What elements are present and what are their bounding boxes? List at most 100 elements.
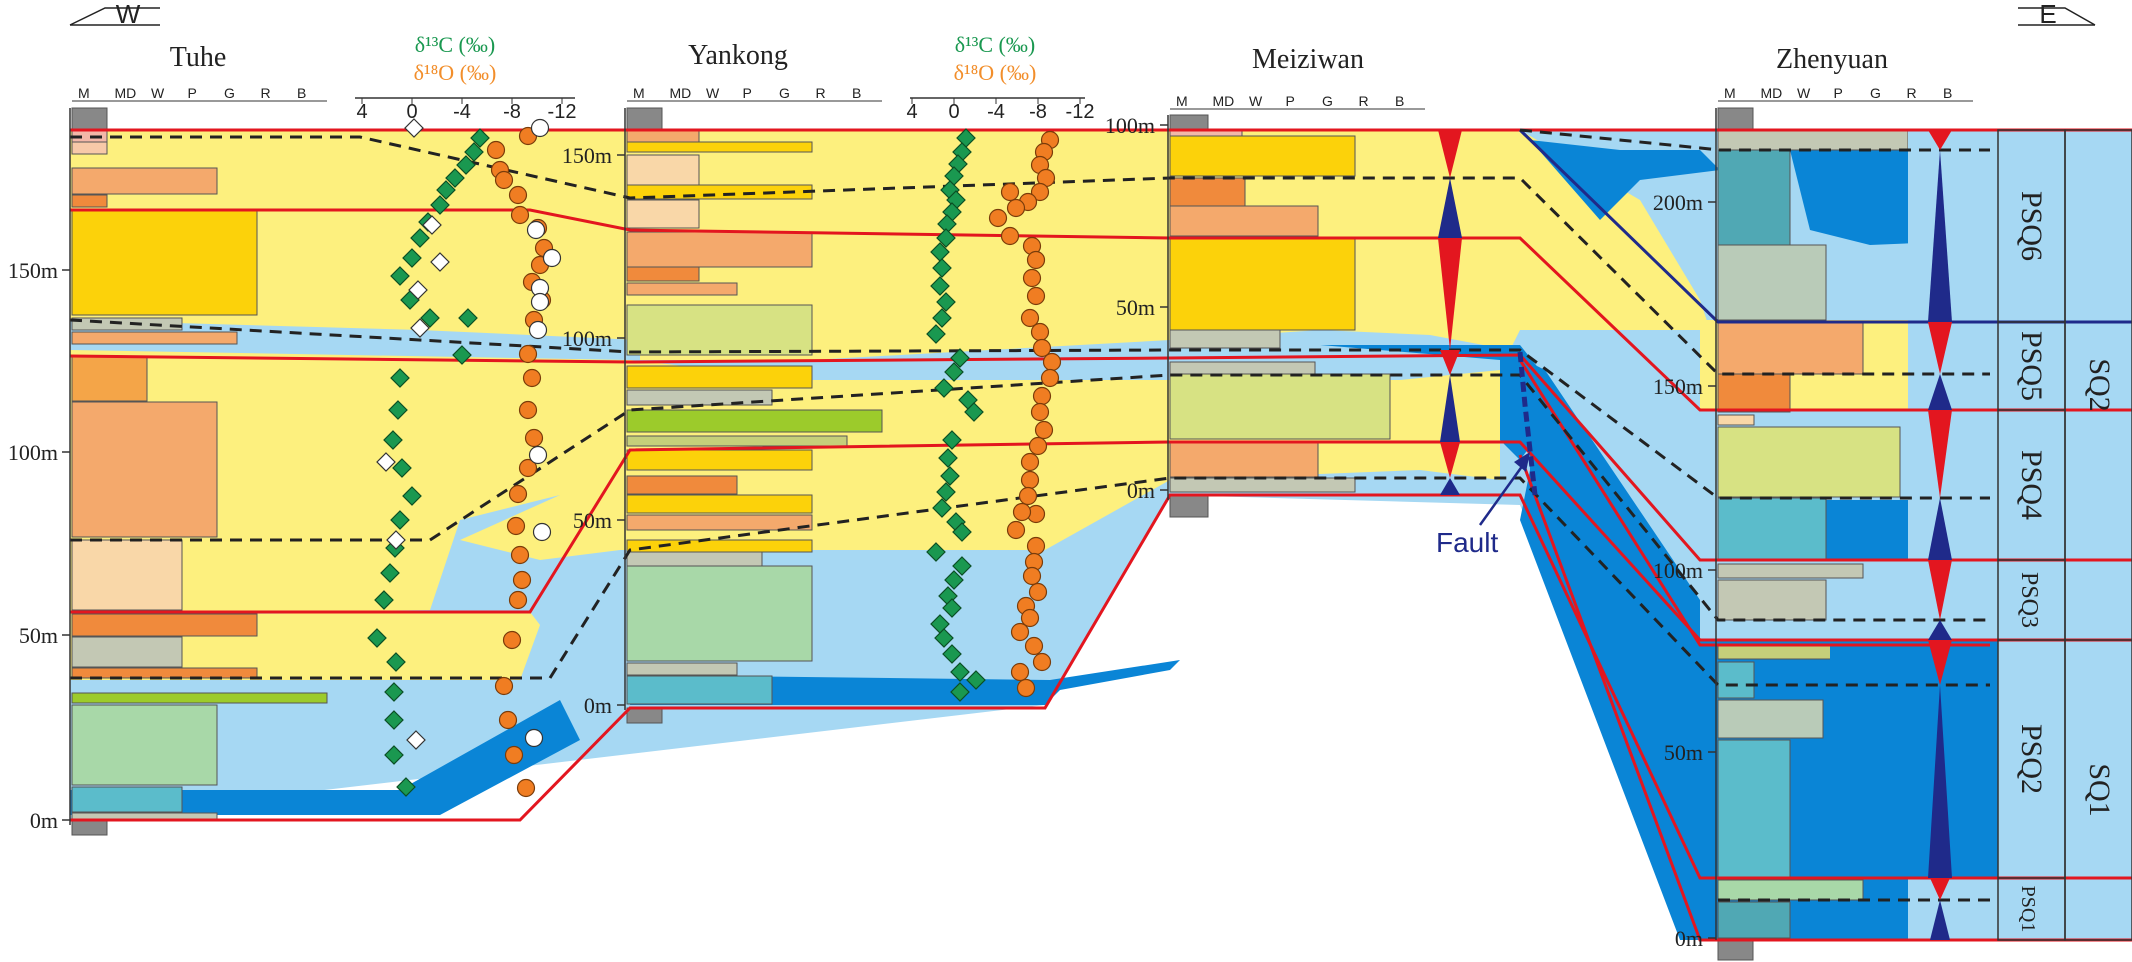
litho-bed xyxy=(1717,644,1847,660)
fault-line xyxy=(1517,351,1538,496)
carbon-isotope-point xyxy=(942,644,962,664)
carbon-isotope-point xyxy=(390,266,410,286)
litho-bed xyxy=(626,141,813,153)
lithology-scale-label: P xyxy=(1834,85,1843,101)
transgressive-triangle xyxy=(1928,498,1952,560)
transgressive-triangle xyxy=(1928,374,1952,410)
carbon-isotope-point xyxy=(942,430,962,450)
sq-frame xyxy=(2064,129,2132,941)
litho-bed xyxy=(626,154,700,186)
deep-blue-tuhe xyxy=(70,700,580,815)
litho-bed xyxy=(626,199,700,229)
oxygen-isotope-point xyxy=(1020,470,1040,490)
carbon-isotope-point xyxy=(422,215,442,235)
litho-bed xyxy=(1717,414,1755,426)
litho-cap xyxy=(626,107,663,131)
carbon-isotope-point xyxy=(430,195,450,215)
deep-blue-wedge xyxy=(1530,140,1720,220)
lithology-scale-label: R xyxy=(816,85,826,101)
oxygen-isotope-point xyxy=(506,516,526,536)
carbon-isotope-point xyxy=(926,324,946,344)
oxygen-isotope-point xyxy=(1028,582,1048,602)
carbon-isotope-point xyxy=(470,128,490,148)
depth-label: 50m xyxy=(1664,740,1703,765)
oxygen-isotope-title: δ¹⁸O (‰) xyxy=(954,60,1037,85)
boundary-psq3 xyxy=(1518,359,1990,647)
oxygen-isotope-point xyxy=(1026,286,1046,306)
fault-structure: Fault xyxy=(1436,351,1538,558)
litho-bed xyxy=(626,129,700,143)
carbon-isotope-point xyxy=(940,466,960,486)
yellow-upper-facies xyxy=(70,130,1710,360)
oxygen-isotope-point xyxy=(1018,486,1038,506)
litho-bed xyxy=(1717,373,1791,413)
lithology-scale-label: G xyxy=(1322,93,1333,109)
oxygen-isotope-point xyxy=(1030,402,1050,422)
oxygen-isotope-point xyxy=(1032,652,1052,672)
transgressive-triangle xyxy=(1438,178,1462,238)
litho-bed xyxy=(1717,497,1827,561)
carbon-isotope-point xyxy=(952,556,972,576)
litho-bed xyxy=(1169,329,1281,349)
depth-label: 100m xyxy=(1653,558,1703,583)
litho-bed xyxy=(71,613,258,637)
boundary-fault-base xyxy=(1518,454,2132,942)
oxygen-isotope-point xyxy=(1020,308,1040,328)
lithology-scale-label: MD xyxy=(1213,93,1235,109)
carbon-isotope-point xyxy=(430,252,450,272)
litho-bed xyxy=(71,401,218,538)
litho-bed xyxy=(626,551,763,567)
depth-label: 0m xyxy=(584,693,612,718)
fault-arrow-head xyxy=(1514,452,1530,472)
lithology-scale-label: R xyxy=(1359,93,1369,109)
lithology-scale-label: W xyxy=(151,85,165,101)
carbon-isotope-point xyxy=(376,452,396,472)
lithology-scale-label: P xyxy=(1286,93,1295,109)
carbon-isotope-point xyxy=(456,155,476,175)
regressive-triangle xyxy=(1928,640,1952,685)
litho-bed xyxy=(1169,177,1246,207)
carbon-isotope-point xyxy=(384,745,404,765)
oxygen-isotope-points xyxy=(988,130,1062,698)
oxygen-isotope-point xyxy=(1020,452,1040,472)
depth-label: 0m xyxy=(30,808,58,833)
depth-label: 50m xyxy=(1116,295,1155,320)
transgressive-triangle xyxy=(1930,900,1950,940)
litho-bed xyxy=(626,449,813,471)
carbon-isotope-point xyxy=(964,402,984,422)
oxygen-isotope-point xyxy=(1000,226,1020,246)
litho-bed xyxy=(1717,579,1827,621)
regressive-triangle xyxy=(1928,130,1952,150)
oxygen-isotope-point xyxy=(1030,322,1050,342)
oxygen-isotope-point xyxy=(542,248,562,268)
oxygen-isotope-point xyxy=(518,344,538,364)
carbon-isotope-point xyxy=(384,682,404,702)
lithology-scale-label: G xyxy=(1870,85,1881,101)
transgressive-triangle xyxy=(1440,478,1460,495)
psq2-label: PSQ2 xyxy=(2015,724,2048,794)
carbon-isotope-point xyxy=(934,378,954,398)
oxygen-isotope-point xyxy=(1012,502,1032,522)
transgressive-triangle xyxy=(1928,620,1952,640)
regressive-triangle xyxy=(1928,560,1952,620)
litho-bed xyxy=(626,662,738,676)
lithology-scale-label: P xyxy=(743,85,752,101)
carbon-isotope-point xyxy=(938,448,958,468)
zhenyuan-deep-panel xyxy=(1830,640,1998,878)
carbon-isotope-point xyxy=(383,430,403,450)
sea-level-triangles xyxy=(1438,130,1952,940)
lithology-scale-label: B xyxy=(1943,85,1952,101)
oxygen-isotope-point xyxy=(494,170,514,190)
boundary-psq4-base xyxy=(70,440,2132,642)
depth-label: 100m xyxy=(8,440,58,465)
oxygen-isotope-point xyxy=(508,185,528,205)
litho-bed xyxy=(1717,699,1824,739)
depth-label: 50m xyxy=(573,508,612,533)
section-title-zhenyuan: Zhenyuan xyxy=(1776,44,1888,75)
boundary-sq-base xyxy=(70,493,2132,880)
lithology-scale-label: M xyxy=(78,85,90,101)
oxygen-isotope-point xyxy=(504,745,524,765)
carbon-isotope-points xyxy=(926,128,986,702)
litho-base xyxy=(1169,494,1209,518)
litho-bed xyxy=(71,194,108,208)
